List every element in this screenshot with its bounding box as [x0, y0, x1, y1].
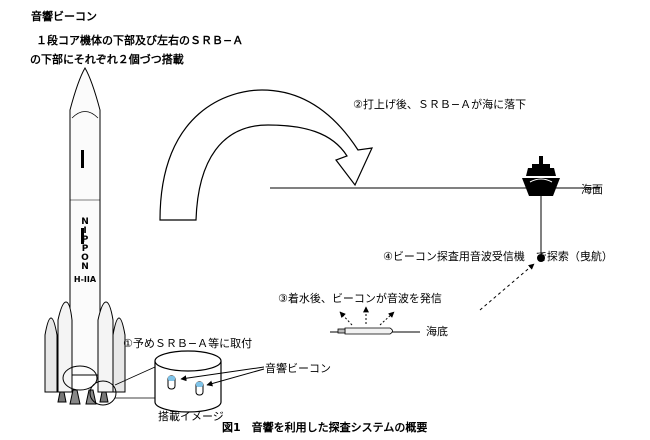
- mount-cylinder: [154, 350, 222, 413]
- rocket: [44, 67, 126, 405]
- wave-arrow-1: [339, 311, 353, 326]
- sea-bottom-label: 海底: [426, 325, 448, 338]
- beacon-arrow-2: [206, 368, 265, 387]
- leader-line-1: [114, 366, 156, 386]
- step3-label: ③着水後、ビーコンが音波を発信: [278, 292, 442, 305]
- ship-icon: [522, 156, 560, 196]
- title-line2: の下部にそれぞれ２個づつ搭載: [30, 53, 184, 66]
- rocket-label-model: H-IIA: [74, 275, 97, 284]
- beacon-location-srb: [89, 380, 117, 406]
- title-line1: １段コア機体の下部及び左右のＳＲＢ−Ａ: [36, 34, 244, 47]
- mount-image-label: 搭載イメージ: [158, 410, 224, 423]
- beacon-arrow-1: [180, 366, 265, 382]
- receiver-icon: [537, 254, 545, 262]
- step2-label: ②打上げ後、ＳＲＢ−Ａが海に落下: [353, 98, 527, 111]
- sunk-srb: [337, 327, 393, 335]
- beacon-label: 音響ビーコン: [265, 362, 331, 375]
- wave-arrow-3: [379, 311, 395, 326]
- signal-arrow: [479, 263, 535, 311]
- step1-label: ①予めＳＲＢ−Ａ等に取付: [123, 337, 253, 350]
- step4-label: ④ビーコン探査用音波受信機 で探索（曳航）: [383, 250, 613, 263]
- figure-caption: 図1 音響を利用した探査システムの概要: [222, 421, 428, 434]
- beacon-location-core: [62, 365, 98, 391]
- sea-surface-label: 海面: [581, 183, 603, 196]
- title-heading: 音響ビーコン: [31, 10, 97, 23]
- fall-arrow: [159, 89, 374, 221]
